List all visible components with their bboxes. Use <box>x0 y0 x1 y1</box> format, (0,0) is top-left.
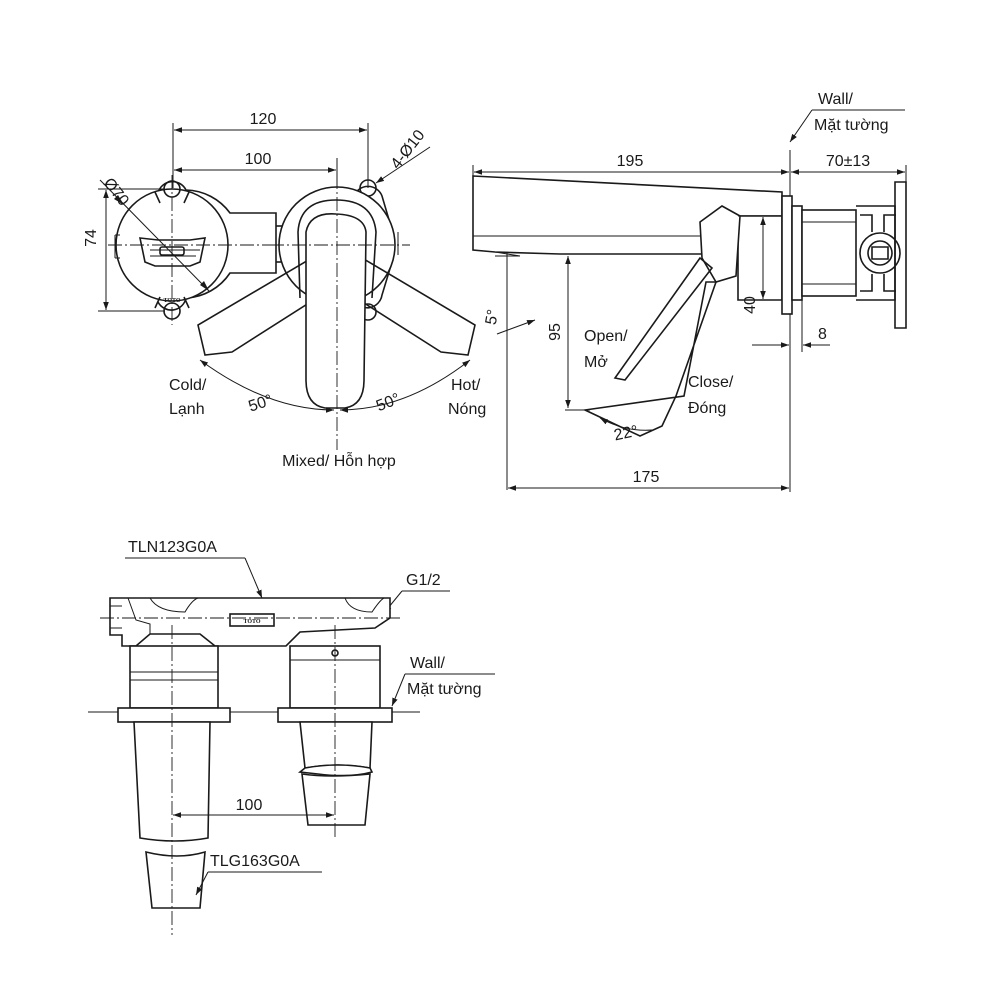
wall-label-vn: Mặt tường <box>407 681 482 698</box>
lever-knob <box>699 205 741 283</box>
lever-handle <box>305 213 367 409</box>
hot-label-vn: Nóng <box>448 401 486 418</box>
wall-depth-label: 70±13 <box>826 153 870 170</box>
top-view: TLN123G0A G1/2 TOTO Wall/ Mặt tường <box>88 539 495 935</box>
lever-drop-label: 95 <box>547 323 564 341</box>
open-label: Open/ <box>584 328 628 345</box>
holes-label: 4-Ø10 <box>388 127 429 173</box>
dim-100-label: 100 <box>245 151 272 168</box>
plate-label: 8 <box>818 326 827 343</box>
lever-open-position <box>613 256 714 381</box>
spout-length-label: 195 <box>617 153 644 170</box>
wall-label-vn: Mặt tường <box>814 117 889 134</box>
thread-label: G1/2 <box>406 572 441 589</box>
angle-right-label: 50° <box>374 390 403 415</box>
cold-label-vn: Lạnh <box>169 401 205 418</box>
open-label-vn: Mở <box>584 354 608 371</box>
diameter-label: Ø70 <box>100 175 132 209</box>
height-label: 74 <box>83 229 100 247</box>
escutcheon-logo: TOTO <box>163 298 180 304</box>
lever-angle-label: 22° <box>612 423 639 445</box>
angle-left-label: 50° <box>246 392 274 416</box>
hot-label: Hot/ <box>451 377 481 394</box>
tilt-label: 5° <box>483 308 502 326</box>
sleeve-part-number: TLG163G0A <box>210 853 300 870</box>
spacing-label: 100 <box>236 797 263 814</box>
cold-label: Cold/ <box>169 377 207 394</box>
valve-part-number: TLN123G0A <box>128 539 217 556</box>
front-view: 120 100 TOTO <box>83 111 486 470</box>
lever-closed-position <box>582 281 718 437</box>
side-view: Wall/ Mặt tường 195 70±13 <box>472 91 907 492</box>
close-label-vn: Đóng <box>688 400 726 417</box>
body-height-label: 40 <box>742 296 759 314</box>
wall-plate-left <box>117 707 231 723</box>
projection-label: 175 <box>633 469 660 486</box>
mixing-body <box>109 597 391 647</box>
wall-label: Wall/ <box>410 655 446 672</box>
mixed-label: Mixed/ Hỗn hợp <box>282 451 396 470</box>
dim-120-label: 120 <box>250 111 277 128</box>
sleeve-right <box>299 721 373 769</box>
body-logo: TOTO <box>243 619 260 625</box>
wall-label: Wall/ <box>818 91 854 108</box>
close-label: Close/ <box>688 374 734 391</box>
